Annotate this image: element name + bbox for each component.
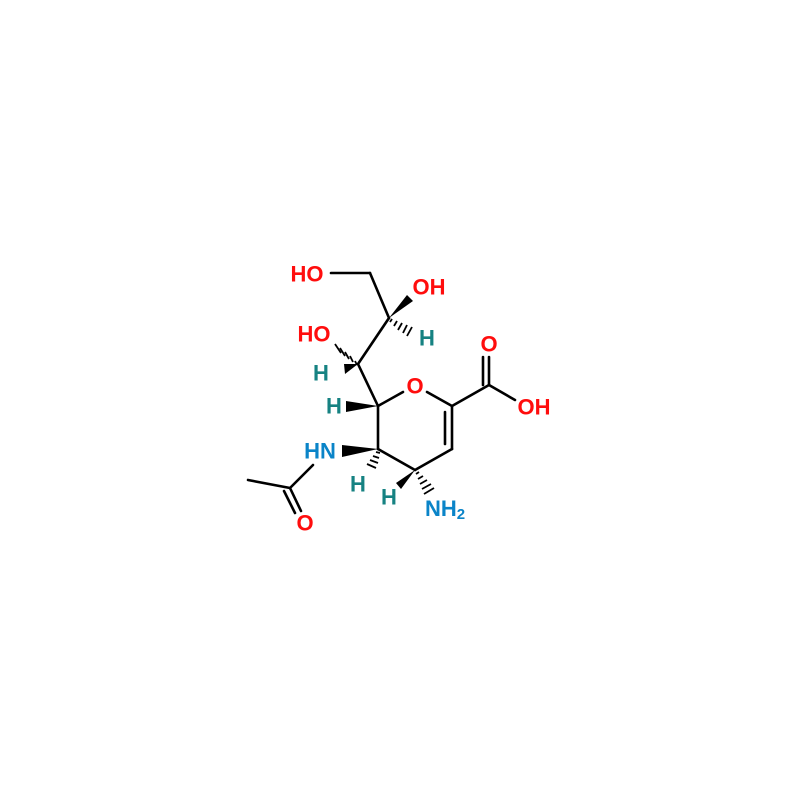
atom-label-nh2: NH2 — [425, 496, 465, 523]
atom-label-h: H — [326, 394, 342, 419]
atom-label-h: H — [381, 485, 397, 510]
hash-bond — [334, 343, 358, 366]
atom-label-ho: HO — [298, 322, 331, 347]
atom-label-acid-oh: OH — [518, 395, 551, 420]
atom-labels: HO OH H HO H O O OH H HN H H NH2 O — [291, 262, 551, 536]
atom-label-hn: HN — [304, 439, 336, 464]
atom-label-carbonyl-o: O — [480, 332, 497, 357]
bond — [356, 316, 391, 366]
hash-bond — [366, 451, 381, 469]
wedge-bond — [344, 364, 358, 374]
bond — [376, 447, 417, 472]
wedge-bond — [342, 445, 378, 457]
atom-label-h: H — [350, 472, 366, 497]
subscript-2: 2 — [457, 506, 465, 523]
atom-label-ho: HO — [291, 262, 324, 287]
bond — [246, 478, 292, 490]
nh-text: NH — [425, 496, 457, 521]
atom-label-h: H — [313, 361, 329, 386]
atom-label-amide-o: O — [296, 511, 313, 536]
bond — [356, 362, 380, 408]
bond — [288, 463, 315, 490]
bond — [288, 486, 303, 513]
hash-bond — [389, 318, 413, 337]
wedge-bond — [346, 401, 378, 412]
bond — [376, 390, 405, 408]
bond — [282, 489, 297, 515]
bond — [368, 271, 391, 320]
wedge-bond — [389, 295, 413, 318]
wedge-bond — [396, 470, 415, 489]
bond — [425, 390, 454, 408]
bond — [487, 383, 517, 402]
atom-label-oh: OH — [413, 275, 446, 300]
hash-bond — [415, 471, 435, 495]
atom-label-h: H — [419, 326, 435, 351]
bond — [450, 383, 491, 408]
bond — [413, 447, 454, 472]
atom-label-ring-o: O — [406, 374, 423, 399]
stereo-wedges — [334, 295, 435, 495]
bonds — [246, 271, 517, 515]
